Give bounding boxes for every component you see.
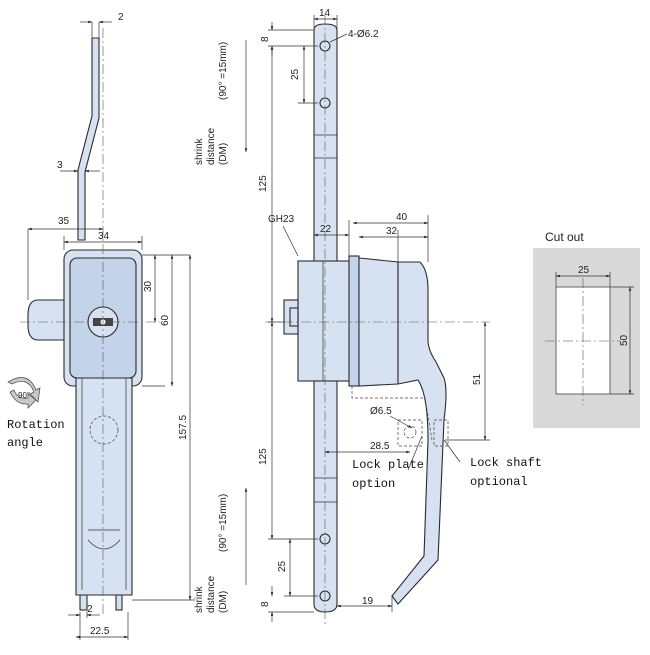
shrink-distance-bottom: shrink distance (DM) (90° =15mm) bbox=[194, 487, 248, 613]
lock-shaft-label-1: Lock shaft bbox=[470, 456, 542, 470]
hole-dimension: 4-Ø6.2 bbox=[348, 29, 379, 40]
shrink-bottom-3: (DM) bbox=[218, 591, 229, 613]
dim-125-bottom: 125 bbox=[258, 448, 269, 465]
dim-157-5: 157.5 bbox=[178, 415, 189, 440]
lock-plate-label-2: option bbox=[352, 477, 395, 491]
dim-35: 35 bbox=[58, 216, 70, 227]
shrink-bottom-2: distance bbox=[206, 575, 217, 613]
dim-2-bottom: 2 bbox=[87, 604, 93, 615]
dim-28-5: 28.5 bbox=[370, 441, 390, 452]
dim-125-top: 125 bbox=[258, 175, 269, 192]
shrink-bottom-1: shrink bbox=[194, 585, 205, 613]
shrink-bottom-4: (90° =15mm) bbox=[218, 494, 229, 552]
dim-gh23: GH23 bbox=[268, 214, 295, 225]
shrink-top-1: shrink bbox=[194, 137, 205, 165]
side-view-dimensions: 14 8 4-Ø6.2 25 125 GH23 22 40 32 51 Ø6.5… bbox=[258, 8, 490, 622]
rotation-label-1: Rotation bbox=[7, 418, 65, 432]
lock-plate-label-1: Lock plate bbox=[352, 458, 424, 472]
shrink-top-4: (90° =15mm) bbox=[218, 42, 229, 100]
shrink-top-3: (DM) bbox=[218, 143, 229, 165]
dim-60: 60 bbox=[160, 314, 171, 326]
dim-51: 51 bbox=[472, 373, 483, 385]
rotation-label-2: angle bbox=[7, 436, 43, 450]
dim-8-bottom: 8 bbox=[260, 601, 271, 607]
shrink-top-2: distance bbox=[206, 127, 217, 165]
dim-22: 22 bbox=[320, 224, 332, 235]
dim-14: 14 bbox=[319, 8, 331, 19]
front-view bbox=[20, 28, 160, 615]
dim-22-5: 22.5 bbox=[90, 626, 110, 637]
dim-6-5: Ø6.5 bbox=[370, 406, 392, 417]
rotation-angle-icon: 90° bbox=[7, 377, 41, 409]
dim-25-top: 25 bbox=[290, 68, 301, 80]
cut-out-title: Cut out bbox=[545, 230, 584, 244]
cut-out-panel: Cut out 25 50 bbox=[533, 230, 640, 428]
dim-19: 19 bbox=[362, 596, 374, 607]
dim-8-top: 8 bbox=[260, 36, 271, 42]
side-view bbox=[265, 15, 490, 625]
lock-shaft-label-2: optional bbox=[470, 475, 528, 489]
dim-40: 40 bbox=[396, 212, 408, 223]
dim-3: 3 bbox=[57, 160, 63, 171]
front-view-dimensions: 2 3 35 34 30 60 157.5 2 22.5 bbox=[27, 12, 195, 640]
cut-dim-25: 25 bbox=[578, 265, 590, 276]
shrink-distance-top: shrink distance (DM) (90° =15mm) bbox=[194, 40, 248, 165]
dim-30: 30 bbox=[143, 280, 154, 292]
dim-25-bottom: 25 bbox=[277, 560, 288, 572]
cut-dim-50: 50 bbox=[619, 334, 630, 346]
dim-34: 34 bbox=[98, 231, 110, 242]
rotation-degree: 90° bbox=[18, 391, 30, 400]
dim-2-top: 2 bbox=[118, 12, 124, 23]
dim-32: 32 bbox=[386, 226, 398, 237]
